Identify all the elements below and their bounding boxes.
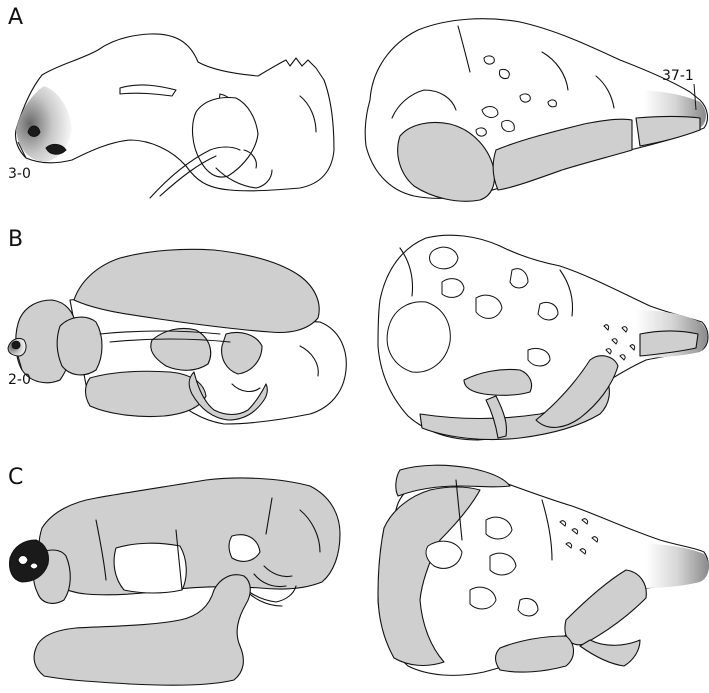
cranial-vault-shape bbox=[73, 248, 320, 334]
panel-a-letter: A bbox=[8, 5, 23, 30]
panel-a-ventral-skull bbox=[364, 18, 709, 202]
zygomatic-arch-shape bbox=[377, 486, 481, 667]
panel-a-callout-left: 3-0 bbox=[8, 166, 31, 182]
zygomatic-bone-shape bbox=[397, 121, 496, 202]
panel-b-letter: B bbox=[8, 227, 23, 252]
panel-c-ventral-skull bbox=[377, 464, 709, 676]
panel-b-callout-left: 2-0 bbox=[8, 372, 31, 388]
panel-a-callout-right: 37-1 bbox=[662, 68, 694, 84]
panel-c: C bbox=[8, 464, 709, 686]
panel-b-ventral-skull bbox=[377, 234, 709, 441]
panel-b-lateral-skull bbox=[7, 248, 347, 425]
panel-c-lateral-skull bbox=[9, 477, 341, 607]
panel-c-letter: C bbox=[8, 465, 23, 490]
skull-vault-shape bbox=[38, 477, 341, 596]
nostril-shape bbox=[27, 125, 41, 137]
mandible-shape bbox=[33, 574, 251, 686]
panel-a-lateral-skull bbox=[14, 33, 335, 199]
panel-b: B 2-0 bbox=[7, 227, 709, 441]
panel-a: A 3-0 bbox=[8, 5, 709, 202]
panel-c-mandible bbox=[33, 574, 251, 686]
